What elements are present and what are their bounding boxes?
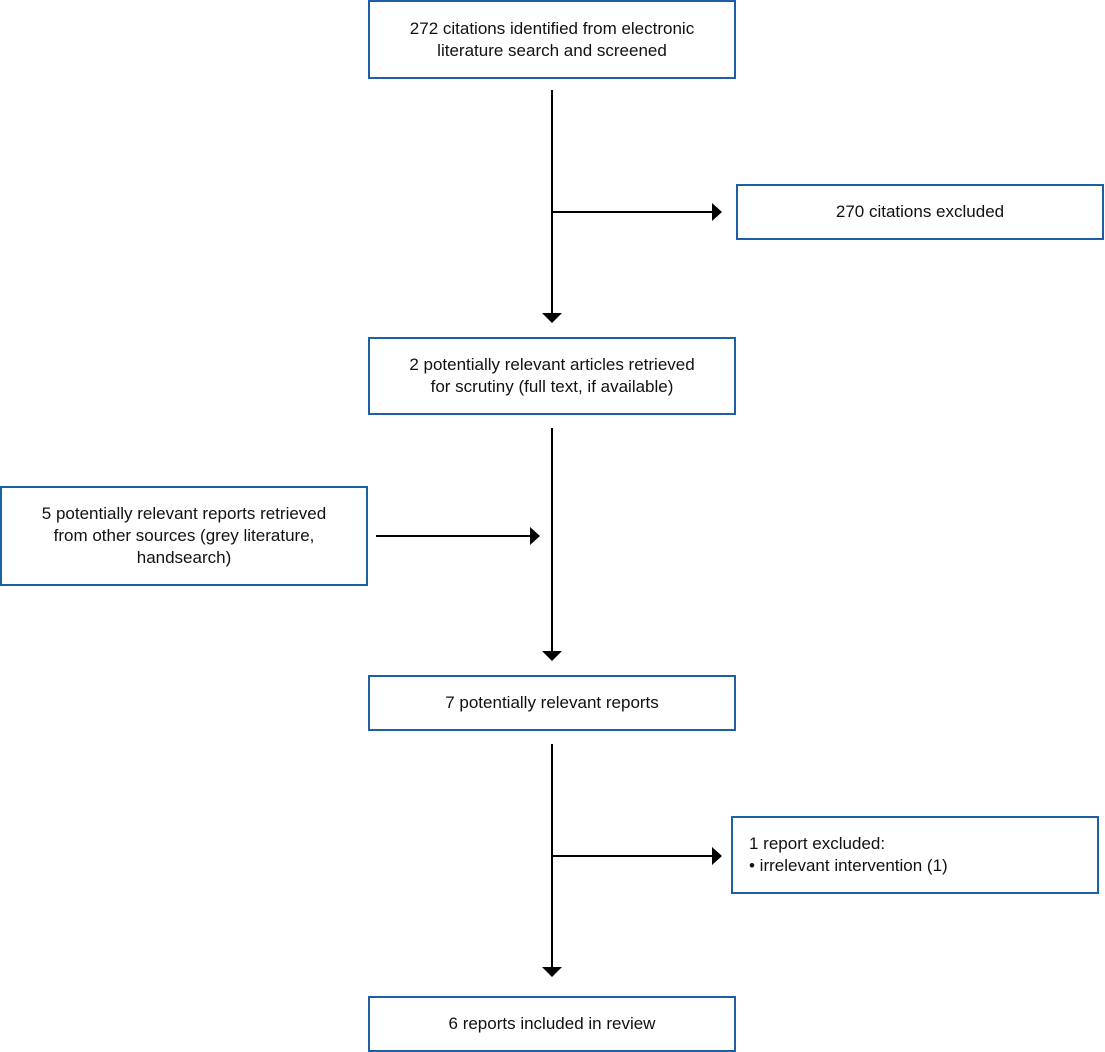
other-sources-box: 5 potentially relevant reports retrieved… (0, 486, 368, 586)
retrieved-articles-box: 2 potentially relevant articles retrieve… (368, 337, 736, 415)
excluded-reports-line-1: 1 report excluded: (749, 834, 886, 853)
arrowhead-right (712, 847, 722, 865)
other-sources-line-2: from other sources (grey literature, (53, 526, 315, 545)
excluded-citations-text: 270 citations excluded (835, 202, 1005, 221)
excluded-citations-box: 270 citations excluded (736, 184, 1104, 240)
included-reports-box: 6 reports included in review (368, 996, 736, 1052)
arrowhead-down (542, 651, 562, 661)
retrieved-line-2: for scrutiny (full text, if available) (430, 377, 674, 396)
arrowhead-down (542, 967, 562, 977)
included-reports-text: 6 reports included in review (448, 1014, 656, 1033)
identified-line-2: literature search and screened (437, 40, 667, 60)
other-sources-line-1: 5 potentially relevant reports retrieved (41, 504, 327, 523)
excluded-reports-line-2: • irrelevant intervention (1) (749, 856, 948, 875)
retrieved-line-1: 2 potentially relevant articles retrieve… (409, 355, 695, 374)
arrowhead-down (542, 313, 562, 323)
arrowhead-right (712, 203, 722, 221)
potentially-relevant-box: 7 potentially relevant reports (368, 675, 736, 731)
identified-citations-box: 272 citations identified from electronic… (368, 0, 736, 79)
potentially-relevant-text: 7 potentially relevant reports (445, 693, 659, 712)
identified-line-1: 272 citations identified from electronic (409, 18, 695, 38)
other-sources-line-3: handsearch) (136, 548, 232, 567)
arrowhead-right (530, 527, 540, 545)
excluded-reports-box: 1 report excluded: • irrelevant interven… (731, 816, 1099, 894)
